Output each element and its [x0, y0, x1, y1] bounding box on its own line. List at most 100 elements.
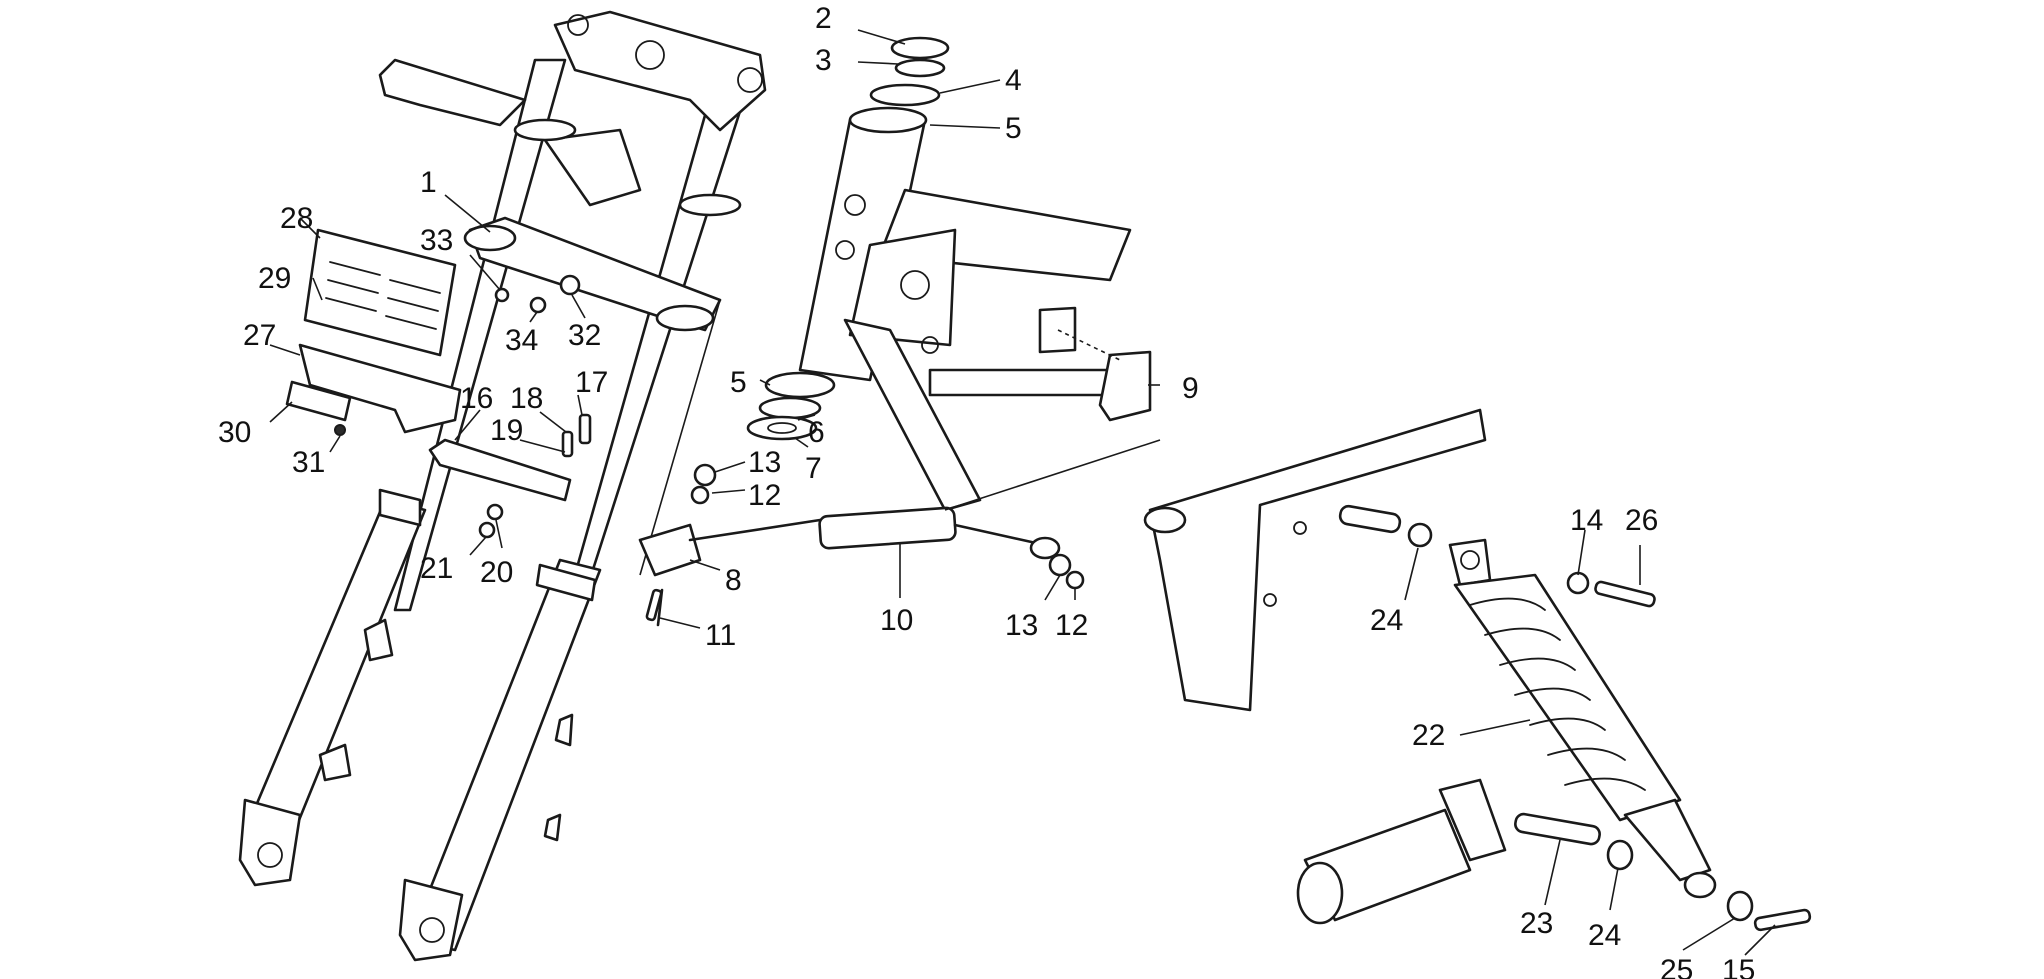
shock-washer-top [1566, 571, 1590, 595]
callout-26: 26 [1625, 504, 1658, 537]
frame-steering-head [639, 36, 1152, 576]
clip-33 [494, 287, 510, 303]
callout-17: 17 [575, 366, 608, 399]
nut-20 [486, 503, 504, 521]
callout-5-lower: 5 [730, 366, 747, 399]
shock-washer-bottom [1726, 890, 1754, 922]
callout-14: 14 [1570, 504, 1603, 537]
small-hardware [478, 274, 663, 622]
headlight-bracket [378, 58, 527, 127]
reflector-lens [285, 380, 352, 422]
callout-22: 22 [1412, 719, 1445, 752]
left-fork-slider [248, 498, 427, 832]
lower-pin-washer [1606, 839, 1634, 871]
shock-body-lower [1623, 798, 1712, 882]
callout-19: 19 [490, 414, 523, 447]
bolt-17 [578, 413, 592, 445]
callout-1: 1 [420, 166, 437, 199]
reflector-screw [334, 424, 346, 436]
callout-12-upper: 12 [748, 479, 781, 512]
frame-bracket [1098, 350, 1152, 422]
upper-shock-pin [1338, 504, 1402, 534]
lower-bearing [758, 396, 822, 420]
right-fork-slider [408, 558, 602, 952]
fork-guard-bracket [428, 438, 572, 502]
lower-shock-pin [1514, 812, 1601, 846]
callout-24-upper: 24 [1370, 604, 1403, 637]
frame-gusset [848, 228, 957, 347]
callout-numbers: 1 2 3 4 5 5 6 7 8 9 10 11 12 12 13 13 14… [218, 2, 1755, 979]
damper-body [818, 506, 957, 550]
callout-21: 21 [420, 552, 453, 585]
shock-bottom-eye [1683, 871, 1717, 899]
screw-34 [529, 296, 547, 314]
steering-washer [894, 58, 946, 78]
swingarm-plate [1148, 408, 1487, 712]
callout-16: 16 [460, 382, 493, 415]
right-fork-collar [535, 563, 597, 602]
right-fork-axle-lug [398, 878, 464, 962]
callout-11: 11 [705, 619, 736, 652]
callout-20: 20 [480, 556, 513, 589]
damper-washer-lower [1065, 570, 1085, 590]
lower-bearing-race [764, 371, 836, 399]
left-fork-collar [378, 488, 422, 527]
reflector-assembly [285, 228, 462, 436]
damper-washer-upper [690, 485, 710, 505]
shock-bolt-bottom [1753, 908, 1812, 932]
bolt-11 [645, 588, 663, 622]
callout-5-upper: 5 [1005, 112, 1022, 145]
fork-band-upper-left [513, 118, 577, 142]
reflector-mount-plate [298, 343, 462, 434]
steering-nut [890, 36, 950, 60]
shock-spring [1453, 573, 1682, 822]
rear-frame [1143, 408, 1487, 712]
callout-7: 7 [805, 452, 822, 485]
steering-damper [638, 439, 1161, 627]
callout-29: 29 [258, 262, 291, 295]
callout-12-lower: 12 [1055, 609, 1088, 642]
callout-28: 28 [280, 202, 313, 235]
steering-damper-bracket [1038, 306, 1077, 354]
callout-24-lower: 24 [1588, 919, 1621, 952]
upper-shock-washer [1407, 522, 1433, 548]
callout-27: 27 [243, 319, 276, 352]
callout-15: 15 [1722, 954, 1755, 979]
callout-34: 34 [505, 324, 538, 357]
nut-21 [478, 521, 496, 539]
callout-32: 32 [568, 319, 601, 352]
damper-nut-lower [1048, 553, 1072, 577]
callout-8: 8 [725, 564, 742, 597]
bolt-18 [561, 430, 574, 458]
lower-shock-mount [1296, 778, 1634, 925]
dust-seal [746, 415, 818, 441]
damper-nut-upper [693, 463, 717, 487]
lower-triple-clamp [468, 216, 722, 332]
callout-33: 33 [420, 224, 453, 257]
callout-18: 18 [510, 382, 543, 415]
upper-triple-clamp [553, 10, 767, 132]
shock-top-eye [1448, 538, 1492, 587]
callout-4: 4 [1005, 64, 1022, 97]
callout-13-upper: 13 [748, 446, 781, 479]
upper-bearing-race [869, 83, 941, 107]
damper-fork-bracket [638, 523, 702, 577]
shock-bolt-top [1594, 580, 1656, 608]
callout-9: 9 [1182, 372, 1199, 405]
callout-3: 3 [815, 44, 832, 77]
callout-31: 31 [292, 446, 325, 479]
clip-32 [559, 274, 581, 296]
callout-25: 25 [1660, 954, 1693, 979]
left-fork-leg [393, 58, 567, 612]
callout-2: 2 [815, 2, 832, 35]
callout-23: 23 [1520, 907, 1553, 940]
callout-13-lower: 13 [1005, 609, 1038, 642]
frame-down-tube [843, 318, 982, 512]
fork-band-upper-right [678, 193, 742, 217]
callout-10: 10 [880, 604, 913, 637]
callout-6: 6 [808, 416, 825, 449]
leader-lines [269, 29, 1776, 956]
rear-shock-absorber [1448, 538, 1812, 932]
callout-30: 30 [218, 416, 251, 449]
